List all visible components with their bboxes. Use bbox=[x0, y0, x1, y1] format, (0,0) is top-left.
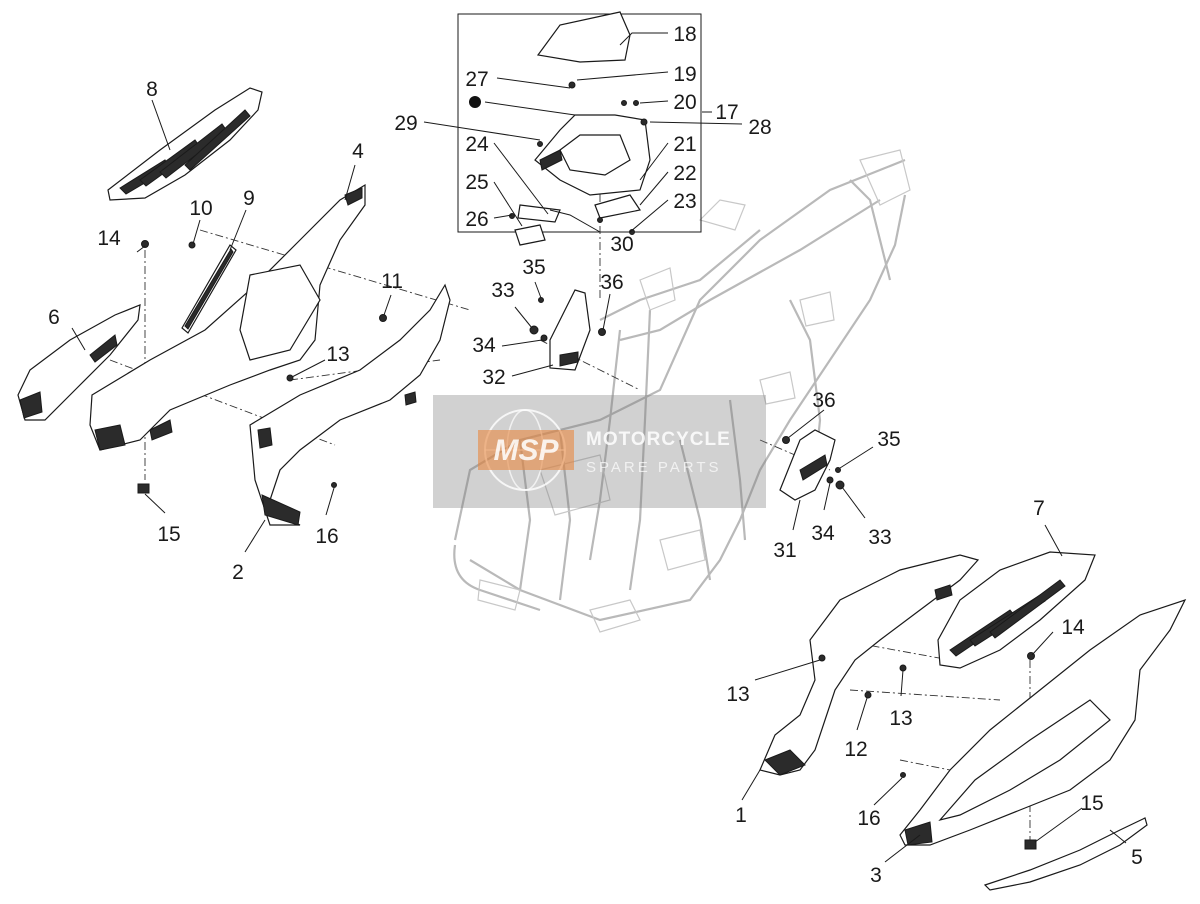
part-label: 22 bbox=[673, 162, 696, 185]
part-label: 16 bbox=[857, 807, 880, 830]
part-label: 30 bbox=[610, 233, 633, 256]
part-label: 12 bbox=[844, 738, 867, 761]
center-panel-4 bbox=[89, 183, 366, 451]
part-label: 1 bbox=[735, 804, 747, 827]
watermark-logo: MSP bbox=[493, 434, 559, 467]
lower-trim-strip-5 bbox=[983, 817, 1148, 891]
part-label: 3 bbox=[870, 864, 882, 887]
side-trim-strip bbox=[181, 244, 237, 334]
part-label: 18 bbox=[673, 23, 696, 46]
part-label: 32 bbox=[482, 366, 505, 389]
part-label: 5 bbox=[1131, 846, 1143, 869]
left-side-panel-6 bbox=[17, 304, 141, 421]
part-label: 14 bbox=[1061, 616, 1085, 639]
part-label: 9 bbox=[243, 187, 255, 210]
part-label: 36 bbox=[812, 389, 835, 412]
part-label: 34 bbox=[811, 522, 835, 545]
hook-bracket-32 bbox=[549, 289, 591, 371]
part-label: 19 bbox=[673, 63, 696, 86]
part-label: 13 bbox=[326, 343, 349, 366]
part-label: 13 bbox=[726, 683, 749, 706]
floor-mat-left bbox=[107, 87, 263, 201]
part-label: 15 bbox=[157, 523, 180, 546]
part-label: 4 bbox=[352, 140, 364, 163]
part-label: 7 bbox=[1033, 497, 1045, 520]
part-label: 13 bbox=[889, 707, 912, 730]
part-label: 26 bbox=[465, 208, 488, 231]
right-rear-panel-3 bbox=[899, 598, 1187, 846]
part-label: 25 bbox=[465, 171, 488, 194]
scooter-frame bbox=[453, 149, 911, 633]
part-label: 35 bbox=[522, 256, 545, 279]
leader-lines bbox=[71, 32, 1127, 863]
part-label: 23 bbox=[673, 190, 696, 213]
part-label: 17 bbox=[715, 101, 738, 124]
watermark-line1: MOTORCYCLE bbox=[586, 429, 731, 450]
part-label: 31 bbox=[773, 539, 796, 562]
part-label: 34 bbox=[472, 334, 496, 357]
watermark-line2: SPARE PARTS bbox=[586, 459, 722, 476]
part-label: 36 bbox=[600, 271, 623, 294]
part-label: 11 bbox=[381, 270, 403, 293]
watermark: MSP MOTORCYCLE SPARE PARTS bbox=[433, 395, 766, 508]
right-center-panel-1 bbox=[759, 554, 980, 776]
part-label: 21 bbox=[673, 133, 696, 156]
part-label: 27 bbox=[465, 68, 488, 91]
part-label: 15 bbox=[1080, 792, 1103, 815]
part-label: 10 bbox=[189, 197, 212, 220]
part-label: 24 bbox=[465, 133, 489, 156]
watermark-logo-badge bbox=[478, 430, 574, 470]
part-label: 6 bbox=[48, 306, 60, 329]
left-rear-panel-2 bbox=[249, 283, 451, 526]
part-number-labels: 18 19 27 20 17 29 28 21 24 22 25 23 26 3… bbox=[48, 23, 1143, 887]
part-label: 35 bbox=[877, 428, 900, 451]
part-label: 14 bbox=[97, 227, 121, 250]
part-label: 8 bbox=[146, 78, 158, 101]
part-label: 29 bbox=[394, 112, 417, 135]
battery-cover-assembly bbox=[457, 11, 702, 246]
part-label: 20 bbox=[673, 91, 696, 114]
floor-mat-right bbox=[937, 551, 1096, 669]
part-label: 33 bbox=[868, 526, 891, 549]
part-label: 28 bbox=[748, 116, 771, 139]
part-label: 16 bbox=[315, 525, 338, 548]
part-label: 2 bbox=[232, 561, 244, 584]
hook-bracket-31 bbox=[779, 429, 836, 501]
part-label: 33 bbox=[491, 279, 514, 302]
